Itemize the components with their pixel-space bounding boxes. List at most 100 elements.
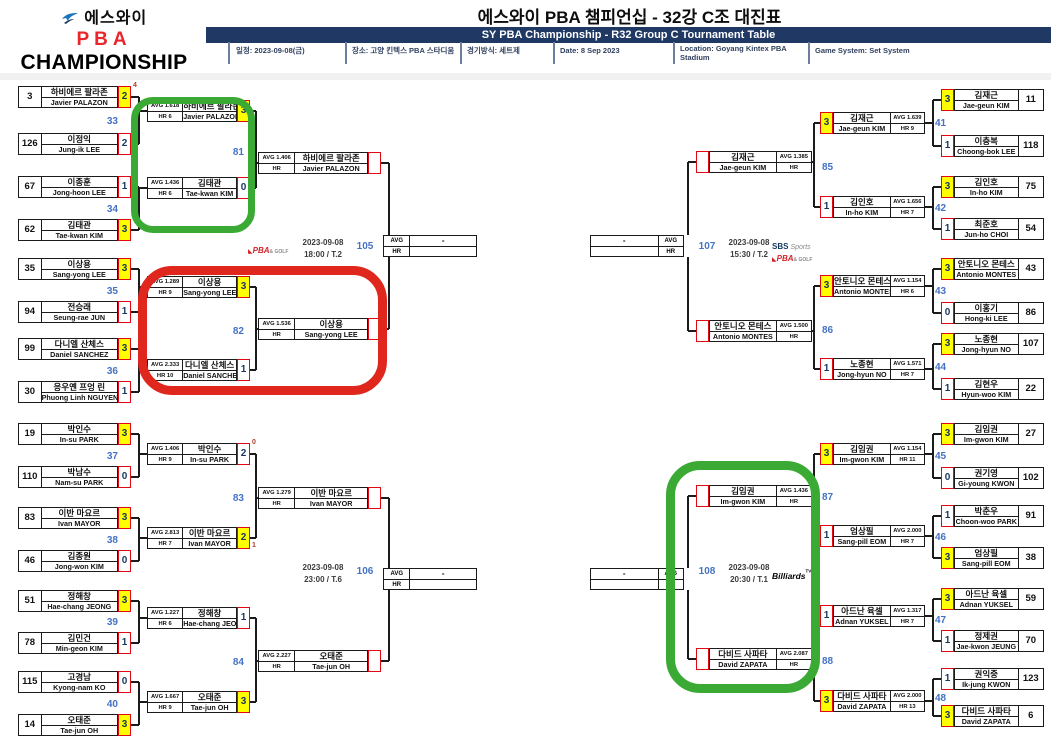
player-score-box: 1 xyxy=(941,378,954,400)
bracket-line xyxy=(131,681,139,683)
match-number: 40 xyxy=(106,698,118,710)
player-hr: HR 11 xyxy=(899,456,916,463)
bracket-line xyxy=(933,598,941,600)
player-avg: AVG 1.385 xyxy=(776,152,811,163)
qf-hr-value xyxy=(410,580,476,589)
bracket-line xyxy=(131,391,139,393)
bracket-line xyxy=(933,99,941,101)
player-name-en: David ZAPATA xyxy=(837,701,887,711)
player-name-en: Javier PALAZON xyxy=(50,97,108,107)
qf-avg-value: - xyxy=(591,236,658,247)
player-seed: 102 xyxy=(1017,468,1043,488)
bracket-line xyxy=(925,535,933,537)
bracket-line xyxy=(388,498,390,568)
player-name-kr: 안토니오 몬테스 xyxy=(834,276,890,287)
player-name-kr: 박남수 xyxy=(41,467,117,478)
qf-hr-label: HR xyxy=(666,248,676,255)
player-name-en: Im-gwon KIM xyxy=(839,454,885,464)
player-name-en: Im-gwon KIM xyxy=(720,496,766,506)
match-time: 20:30 / T.1 xyxy=(730,575,768,584)
player-name-kr: 엄상필 xyxy=(955,548,1018,559)
player-name-kr: 이상용 xyxy=(295,319,367,330)
match-number: 88 xyxy=(822,655,834,667)
player-avg: AVG 1.618 xyxy=(148,101,183,112)
bracket-line xyxy=(131,600,139,602)
player-avg: AVG 2.227 xyxy=(259,651,295,662)
header-divider xyxy=(345,42,347,64)
bracket-line xyxy=(131,517,139,519)
player-seed: 67 xyxy=(24,181,36,192)
sbs-suffix: Sports xyxy=(790,244,811,251)
player-hr: HR xyxy=(789,333,799,340)
bracket-line xyxy=(250,453,256,455)
bracket-line xyxy=(687,590,689,659)
player-name-en: Im-gwon KIM xyxy=(963,434,1009,444)
bracket-line xyxy=(814,206,820,208)
player-score-box: 1 xyxy=(820,525,833,547)
match-number: 41 xyxy=(935,118,947,129)
player-score-box: 0 xyxy=(941,302,954,324)
bracket-line xyxy=(925,700,933,702)
header-divider xyxy=(228,42,230,64)
player-name-kr: 하비에르 팔라존 xyxy=(183,101,236,112)
player-avg: AVG 1.406 xyxy=(259,153,295,164)
player-avg: AVG 2.000 xyxy=(890,526,924,537)
player-name-en: Jae-geun KIM xyxy=(962,100,1010,110)
qf-hr-label: HR xyxy=(392,581,402,588)
match-number: 48 xyxy=(935,692,947,704)
player-name-en: Antonio MONTES xyxy=(956,269,1017,279)
player-hr: HR 7 xyxy=(900,538,914,545)
bracket-line xyxy=(933,186,941,188)
match-number: 85 xyxy=(822,162,834,173)
player-name-kr: 이반 마요르 xyxy=(41,508,117,519)
player-hr: HR xyxy=(272,331,281,338)
bracket-line xyxy=(688,161,696,163)
qf-hr-value xyxy=(410,247,476,256)
player-hr: HR 13 xyxy=(899,703,916,710)
player-seed: 46 xyxy=(24,555,36,566)
player-name-kr: 김종원 xyxy=(41,551,117,562)
header-divider xyxy=(553,42,555,64)
player-name-kr: 김태관 xyxy=(41,220,117,231)
bracket-line xyxy=(256,497,258,499)
bracket-line xyxy=(131,724,139,726)
player-score-box: 3 xyxy=(118,590,131,612)
player-score-box: 1 xyxy=(820,358,833,380)
player-name-kr: 김재근 xyxy=(834,113,890,124)
logo-text-kr: 에스와이 xyxy=(84,10,148,27)
player-hr: HR xyxy=(789,498,799,505)
bracket-line xyxy=(925,206,933,208)
qf-value-col: - xyxy=(591,236,658,256)
player-name-en: Jae-geun KIM xyxy=(838,123,886,133)
bracket-line xyxy=(812,161,814,163)
player-score-box xyxy=(368,650,381,672)
player-score-box: 1 xyxy=(237,359,250,381)
player-score-box: 1 xyxy=(820,196,833,218)
player-avg: AVG 1.436 xyxy=(148,178,183,189)
player-name-en: Choong-bok LEE xyxy=(957,146,1016,156)
player-name-en: Hyun-woo KIM xyxy=(961,389,1012,399)
player-name-en: Ivan MAYOR xyxy=(188,538,231,548)
player-score-box: 1 xyxy=(941,505,954,527)
player-name-en: Seung-rae JUN xyxy=(53,312,106,322)
player-hr: HR 7 xyxy=(900,618,914,625)
player-name-en: Sang-yong LEE xyxy=(183,287,236,297)
bracket-line xyxy=(687,162,689,235)
player-score-box: 3 xyxy=(941,588,954,610)
